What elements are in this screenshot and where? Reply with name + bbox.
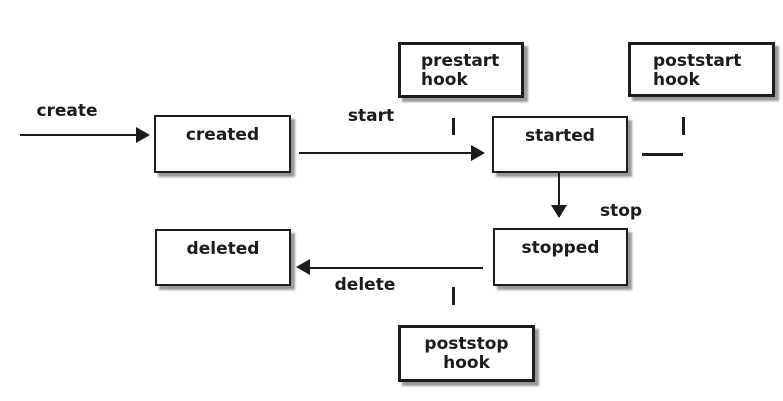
stop-arrow-line	[558, 173, 560, 205]
created-label: created	[185, 125, 260, 145]
create-arrow-line	[20, 134, 138, 136]
node-created: created	[154, 115, 291, 173]
deleted-label: deleted	[186, 239, 260, 259]
node-deleted: deleted	[155, 229, 291, 286]
delete-arrow-line	[310, 267, 483, 269]
poststart-hook-connector-tick	[682, 117, 685, 135]
label-delete: delete	[334, 275, 396, 295]
create-arrowhead-icon	[136, 127, 150, 143]
start-arrow-line	[299, 152, 471, 154]
node-stopped: stopped	[493, 228, 628, 286]
start-arrowhead-icon	[471, 145, 485, 161]
started-label: started	[525, 126, 595, 146]
node-poststop-hook: poststop hook	[398, 325, 535, 382]
prestart-hook-label-line1: prestart	[421, 51, 500, 71]
poststart-hook-label-line1: poststart	[653, 51, 742, 71]
poststart-hook-label-line2: hook	[653, 70, 700, 90]
poststart-hook-connector-dash	[642, 153, 683, 156]
prestart-hook-connector-tick	[452, 118, 455, 135]
stopped-label: stopped	[521, 238, 600, 258]
delete-arrowhead-icon	[296, 259, 310, 275]
node-prestart-hook: prestart hook	[398, 42, 524, 98]
prestart-hook-label-line2: hook	[421, 70, 468, 90]
label-stop: stop	[599, 201, 643, 221]
node-poststart-hook: poststart hook	[628, 42, 775, 97]
poststop-hook-label-line2: hook	[443, 353, 490, 373]
label-create: create	[36, 101, 98, 121]
poststop-hook-connector-tick	[452, 287, 455, 305]
node-started: started	[492, 116, 628, 173]
label-start: start	[347, 106, 395, 126]
poststop-hook-label-line1: poststop	[424, 334, 509, 354]
stop-arrowhead-icon	[551, 205, 567, 218]
